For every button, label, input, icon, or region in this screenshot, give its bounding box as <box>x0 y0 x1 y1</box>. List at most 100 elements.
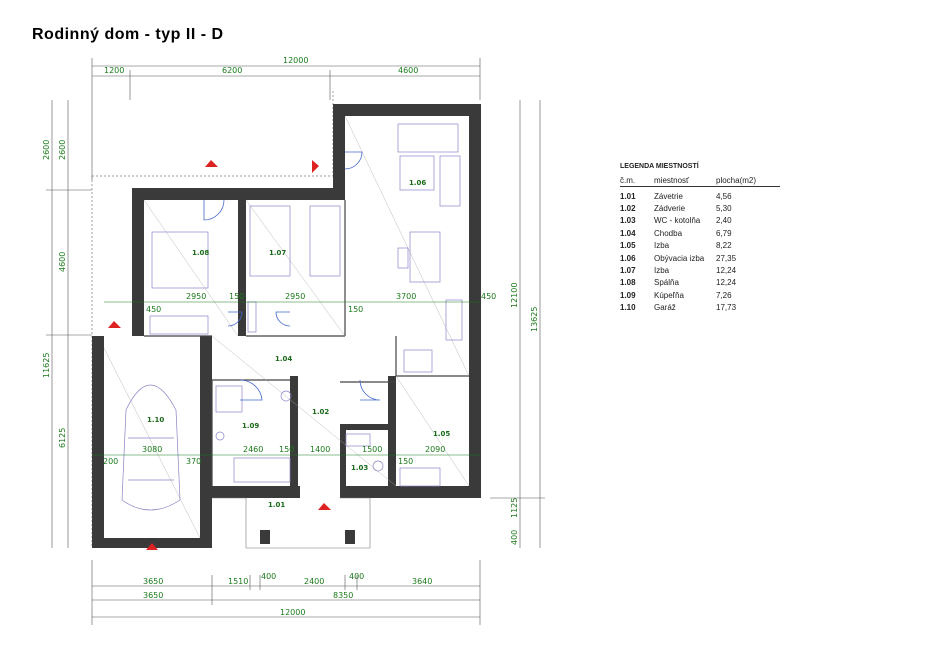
dim-in-l4: 150 <box>279 445 294 454</box>
legend-name: Chodba <box>654 228 683 238</box>
legend-area: 8,22 <box>716 241 732 251</box>
legend-num: 1.06 <box>620 253 636 263</box>
legend-name: Zádverie <box>654 204 686 214</box>
legend-row: 1.05 Izba 8,22 <box>620 240 780 252</box>
page-title: Rodinný dom - typ II - D <box>32 26 224 43</box>
legend-num: 1.05 <box>620 241 636 251</box>
legend-area: 12,24 <box>716 278 737 288</box>
dim-bottom-total: 12000 <box>280 608 305 617</box>
dim-in-l5: 1400 <box>310 445 330 454</box>
legend-row: 1.06 Obývacia izba 27,35 <box>620 252 780 264</box>
left-dimensions <box>46 100 92 548</box>
dim-right-d: 400 <box>510 530 519 545</box>
dim-top-b: 6200 <box>222 66 242 75</box>
legend-area: 5,30 <box>716 204 732 214</box>
legend-header-area: plocha(m2) <box>716 176 757 185</box>
legend-num: 1.07 <box>620 266 636 276</box>
door-swings <box>203 151 381 401</box>
dim-in-u1: 2950 <box>186 292 206 301</box>
room-label-104: 1.04 <box>275 355 292 363</box>
dim-in-l7: 150 <box>398 457 413 466</box>
legend-header-name: miestnosť <box>654 176 690 185</box>
dim-right-c: 1125 <box>510 498 519 518</box>
walls <box>92 104 481 548</box>
legend-area: 7,26 <box>716 290 732 300</box>
dim-in-u2: 150 <box>229 292 244 301</box>
dim-top-total: 12000 <box>283 56 308 65</box>
inner-dimension-lines <box>92 301 480 456</box>
dim-bottom-r2-1: 8350 <box>333 591 353 600</box>
dim-in-l6: 1500 <box>362 445 382 454</box>
legend-row: 1.02 Zádverie 5,30 <box>620 202 780 214</box>
dim-bottom-r1-2: 400 <box>261 572 276 581</box>
room-label-106: 1.06 <box>409 179 426 187</box>
dim-top-a: 1200 <box>104 66 124 75</box>
room-label-110: 1.10 <box>147 416 164 424</box>
dim-bottom-r1-0: 3650 <box>143 577 163 586</box>
dim-in-u3: 2950 <box>285 292 305 301</box>
dim-left-b: 2600 <box>58 140 67 160</box>
legend-name: Izba <box>654 241 670 251</box>
bottom-dimensions <box>91 560 481 625</box>
dim-bottom-r1-3: 2400 <box>304 577 324 586</box>
porch-columns <box>260 530 355 544</box>
legend-area: 4,56 <box>716 191 732 201</box>
room-label-102: 1.02 <box>312 408 329 416</box>
legend-title: LEGENDA MIESTNOSTÍ <box>620 163 699 170</box>
room-label-103: 1.03 <box>351 464 368 472</box>
legend-row: 1.10 Garáž 17,73 <box>620 302 780 314</box>
light-lines <box>103 115 470 539</box>
dim-left-e: 6125 <box>58 428 67 448</box>
legend-name: Spálňa <box>654 278 679 288</box>
dim-in-u6: 450 <box>481 292 496 301</box>
dim-right-b: 13625 <box>530 307 539 332</box>
legend-name: Závetrie <box>654 191 683 201</box>
legend-row: 1.03 WC - kotolňa 2,40 <box>620 215 780 227</box>
top-dimensions <box>91 58 481 180</box>
legend-num: 1.02 <box>620 204 636 214</box>
legend-area: 12,24 <box>716 266 737 276</box>
dim-top-c: 4600 <box>398 66 418 75</box>
legend-name: WC - kotolňa <box>654 216 701 226</box>
legend-name: Garáž <box>654 303 676 313</box>
porch-outline <box>212 497 371 549</box>
room-label-101: 1.01 <box>268 501 285 509</box>
legend-area: 2,40 <box>716 216 732 226</box>
dim-in-l0: 200 <box>103 457 118 466</box>
dim-right-a: 12100 <box>510 283 519 308</box>
legend-num: 1.10 <box>620 303 636 313</box>
legend-area: 27,35 <box>716 253 737 263</box>
room-label-107: 1.07 <box>269 249 286 257</box>
right-dimensions <box>490 100 545 548</box>
legend-header: č.m. miestnosť plocha(m2) <box>620 176 780 187</box>
legend-area: 17,73 <box>716 303 737 313</box>
dim-in-u0: 450 <box>146 305 161 314</box>
legend-row: 1.07 Izba 12,24 <box>620 264 780 276</box>
room-label-109: 1.09 <box>242 422 259 430</box>
legend-num: 1.03 <box>620 216 636 226</box>
legend-name: Izba <box>654 266 670 276</box>
legend-name: Obývacia izba <box>654 253 705 263</box>
legend-row: 1.08 Spálňa 12,24 <box>620 277 780 289</box>
dim-in-u4: 150 <box>348 305 363 314</box>
legend-area: 6,79 <box>716 228 732 238</box>
legend-name: Kúpeľňa <box>654 290 684 300</box>
dim-bottom-r1-1: 1510 <box>228 577 248 586</box>
legend-row: 1.04 Chodba 6,79 <box>620 227 780 239</box>
dim-in-l3: 2460 <box>243 445 263 454</box>
room-label-108: 1.08 <box>192 249 209 257</box>
dim-left-c: 4600 <box>58 252 67 272</box>
dim-in-u5: 3700 <box>396 292 416 301</box>
section-markers <box>108 160 331 550</box>
dim-bottom-r2-0: 3650 <box>143 591 163 600</box>
dim-in-l8: 2090 <box>425 445 445 454</box>
dim-bottom-r1-5: 3640 <box>412 577 432 586</box>
legend-num: 1.04 <box>620 228 636 238</box>
room-legend: LEGENDA MIESTNOSTÍ č.m. miestnosť plocha… <box>620 163 780 314</box>
room-label-105: 1.05 <box>433 430 450 438</box>
legend-num: 1.08 <box>620 278 636 288</box>
dim-in-l1: 3080 <box>142 445 162 454</box>
